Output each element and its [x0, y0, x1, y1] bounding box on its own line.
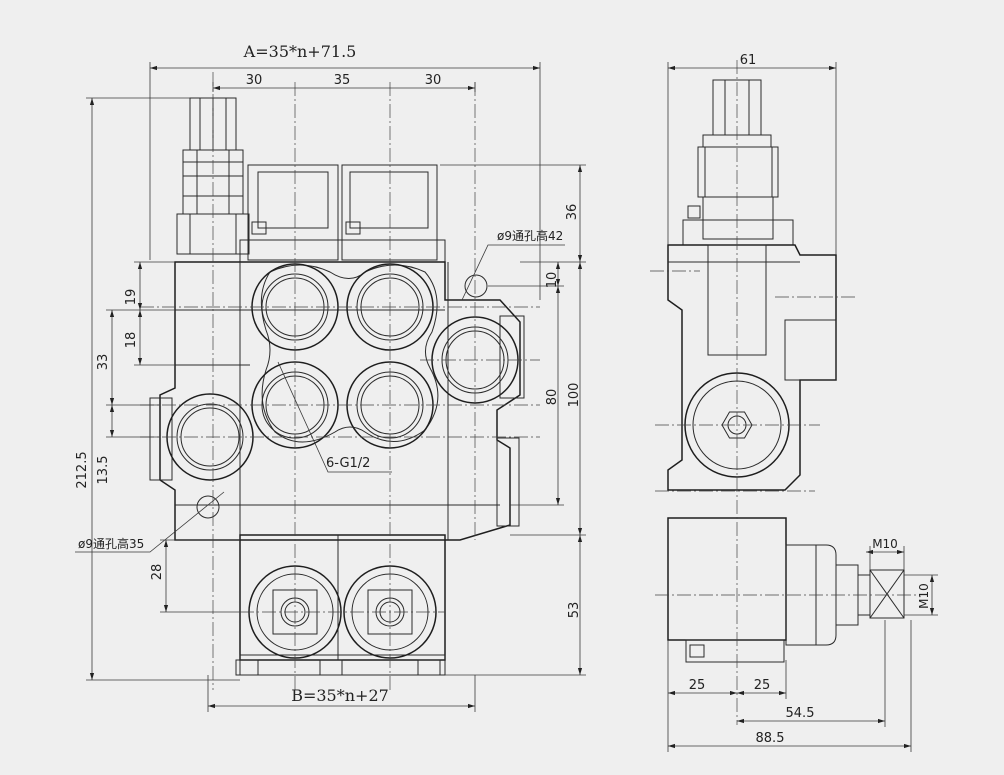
dim-pitch-30-left: 30 — [246, 73, 263, 88]
dim-61: 61 — [740, 53, 757, 68]
side-upper-body — [667, 244, 837, 491]
top-caps — [239, 164, 446, 263]
dim-100: 100 — [567, 383, 582, 408]
front-dimensions — [86, 62, 586, 712]
dim-80: 80 — [545, 389, 560, 406]
ports-g1-2 — [166, 263, 519, 481]
dim-54-5: 54.5 — [786, 706, 815, 721]
valve-body — [149, 261, 525, 541]
dim-212-5: 212.5 — [75, 451, 90, 488]
dim-a-formula: A=35*n+71.5 — [243, 42, 357, 61]
dim-13-5: 13.5 — [96, 456, 111, 485]
side-actuator — [682, 79, 794, 246]
dim-33: 33 — [96, 354, 111, 371]
dim-25-right: 25 — [754, 678, 771, 693]
side-view: 61 25 25 54.5 88.5 M10 M10 — [650, 53, 938, 752]
dim-m10-vertical: M10 — [917, 583, 931, 609]
dim-53: 53 — [567, 602, 582, 619]
side-dimensions — [667, 62, 938, 752]
dim-m10-horizontal: M10 — [872, 537, 898, 551]
callout-ports: 6-G1/2 — [326, 456, 370, 471]
front-leaders — [75, 244, 565, 553]
callout-hole-top: ø9通孔高42 — [497, 228, 563, 243]
dim-18: 18 — [124, 332, 139, 349]
dim-25-left: 25 — [689, 678, 706, 693]
callout-hole-bottom: ø9通孔高35 — [78, 536, 144, 551]
side-centerlines — [650, 60, 920, 725]
through-holes — [196, 274, 488, 519]
dim-36: 36 — [565, 204, 580, 221]
dim-10: 10 — [545, 272, 560, 289]
dim-pitch-30-right: 30 — [425, 73, 442, 88]
front-centerlines — [140, 72, 540, 690]
dim-b-formula: B=35*n+27 — [291, 686, 389, 705]
side-lower-body — [667, 517, 905, 663]
dim-pitch-35: 35 — [334, 73, 351, 88]
dim-88-5: 88.5 — [756, 731, 785, 746]
lower-section — [235, 534, 446, 676]
dim-28: 28 — [150, 564, 165, 581]
dim-19: 19 — [124, 289, 139, 306]
front-view: A=35*n+71.5 30 35 30 212.5 19 18 33 13.5… — [75, 42, 586, 712]
